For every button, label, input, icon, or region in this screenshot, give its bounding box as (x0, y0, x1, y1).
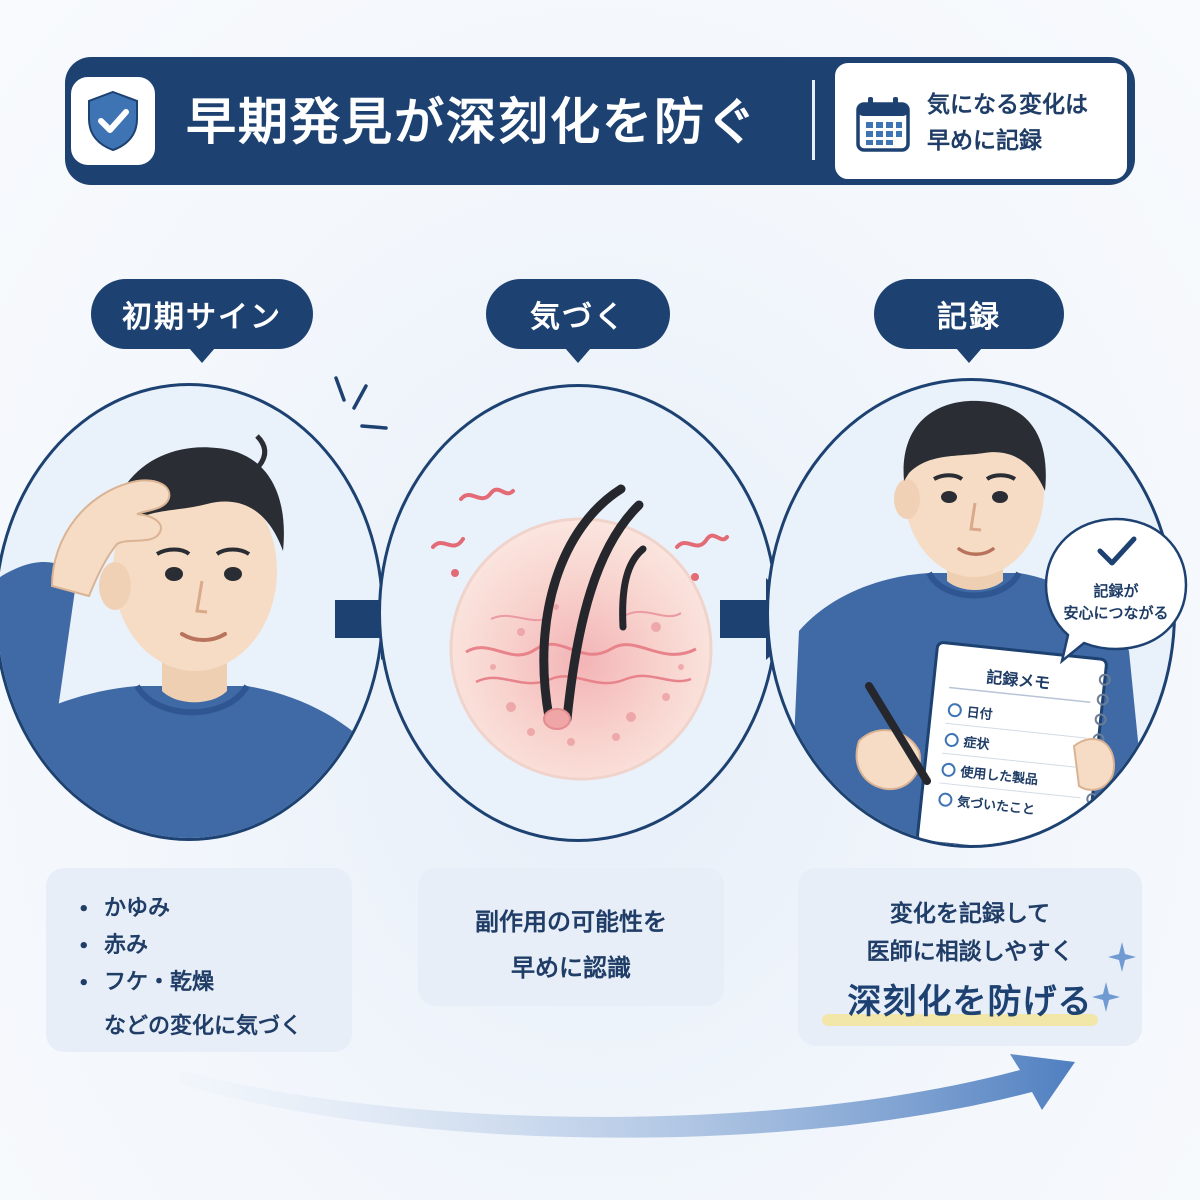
speech-bubble-line-1: 記録が (1093, 582, 1139, 600)
caption-line-1: 副作用の可能性を (475, 908, 667, 936)
shield-check-icon (88, 90, 138, 152)
check-icon (1097, 536, 1137, 566)
caption-notice: 副作用の可能性を 早めに認識 (418, 868, 724, 1006)
emphasis-text: 深刻化を防げる (847, 982, 1093, 1022)
symptom-item-itch: かゆみ (78, 890, 214, 927)
symptom-item-redness: 赤み (78, 927, 214, 964)
header-note-line-2: 早めに記録 (927, 128, 1042, 154)
header-note: 気になる変化は 早めに記録 (832, 60, 1130, 182)
symptom-list: かゆみ 赤み フケ・乾燥 (78, 890, 214, 1001)
step-label-initial-signs: 初期サイン (91, 279, 313, 363)
page-title: 早期発見が深刻化を防ぐ (186, 93, 758, 151)
caption-line-1: 変化を記録して (889, 901, 1051, 927)
emphasis-highlight (822, 1014, 1098, 1026)
step-label-record: 記録 (874, 279, 1064, 363)
memo-item: 症状 (963, 734, 992, 753)
caption-initial-signs: かゆみ 赤み フケ・乾燥 などの変化に気づく (46, 868, 352, 1052)
memo-item: 日付 (966, 704, 994, 723)
man-touching-head-illustration (0, 434, 381, 838)
illustration-man-touching-head (0, 383, 384, 841)
shield-badge (68, 74, 158, 168)
sparkle-icon (1092, 942, 1136, 1012)
caption-record: 変化を記録して 医師に相談しやすく 深刻化を防げる (798, 868, 1142, 1046)
calendar-icon (856, 97, 910, 152)
irritated-scalp-illustration (431, 484, 729, 781)
caption-line-2: 医師に相談しやすく (866, 939, 1074, 965)
illustration-scalp-closeup (378, 384, 778, 842)
alert-lines-icon (334, 376, 388, 430)
header-divider (812, 80, 815, 160)
speech-bubble-text: 記録が 安心につながる (1046, 580, 1186, 624)
symptom-item-dandruff: フケ・乾燥 (78, 964, 214, 1001)
man-taking-notes-illustration: 記録メモ 日付 症状 使用した製品 気づいたこと (769, 400, 1173, 845)
caption-line-2: 早めに認識 (511, 954, 631, 982)
speech-bubble (1044, 517, 1188, 665)
speech-bubble-line-2: 安心につながる (1063, 604, 1169, 622)
header-note-line-1: 気になる変化は (927, 92, 1088, 118)
progress-sweep-arrow-icon (180, 1054, 1075, 1138)
caption-footer: などの変化に気づく (104, 1014, 303, 1039)
step-label-notice: 気づく (486, 279, 670, 363)
